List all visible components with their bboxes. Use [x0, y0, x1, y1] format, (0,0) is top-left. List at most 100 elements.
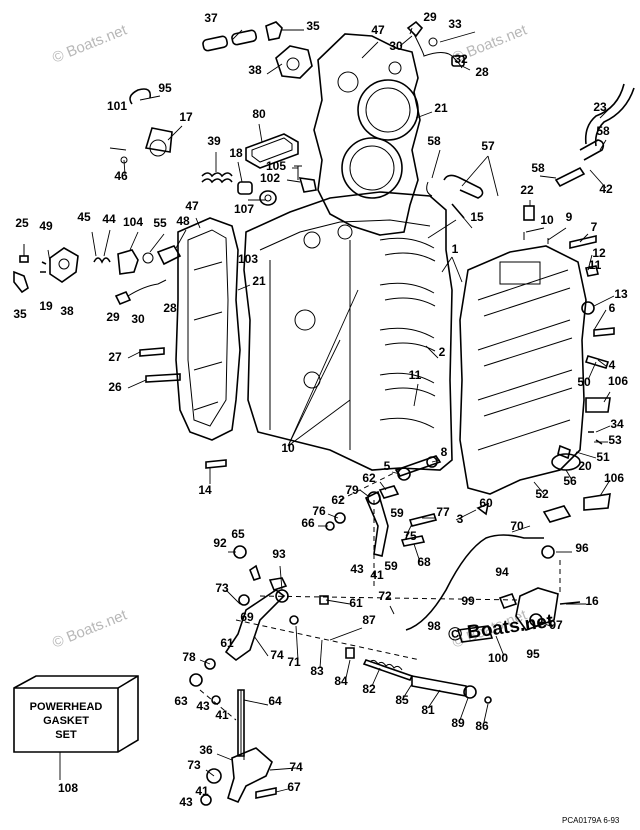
- exhaust-cover-47: [313, 33, 421, 236]
- callout-86: 86: [475, 719, 489, 733]
- callout-10: 10: [540, 213, 554, 227]
- hose-23: [584, 83, 635, 147]
- spring-39: [201, 172, 233, 184]
- callout-10: 10: [281, 441, 295, 455]
- callout-83: 83: [310, 664, 324, 678]
- callout-47: 47: [371, 23, 385, 37]
- callout-61: 61: [220, 636, 234, 650]
- tube-37: [202, 29, 258, 52]
- callout-17: 17: [179, 110, 193, 124]
- callout-63: 63: [174, 694, 188, 708]
- callout-104: 104: [123, 215, 143, 229]
- callout-39: 39: [207, 134, 221, 148]
- callout-11: 11: [589, 258, 602, 272]
- callout-35: 35: [306, 19, 320, 33]
- hoses-57-58: [426, 139, 605, 219]
- callout-44: 44: [102, 212, 116, 226]
- callout-106: 106: [608, 374, 628, 388]
- callout-28: 28: [163, 301, 177, 315]
- callout-3: 3: [457, 512, 464, 526]
- callout-65: 65: [231, 527, 245, 541]
- callout-52: 52: [535, 487, 549, 501]
- callout-47: 47: [185, 199, 199, 213]
- callout-93: 93: [272, 547, 286, 561]
- callout-43: 43: [196, 699, 210, 713]
- callout-108: 108: [58, 781, 78, 795]
- callout-28: 28: [475, 65, 489, 79]
- callout-30: 30: [131, 312, 145, 326]
- callout-2: 2: [439, 345, 446, 359]
- callout-41: 41: [215, 708, 229, 722]
- callout-60: 60: [479, 496, 493, 510]
- callout-43: 43: [179, 795, 193, 809]
- callout-49: 49: [39, 219, 53, 233]
- callout-95: 95: [158, 81, 172, 95]
- kit-label-line-3: SET: [55, 729, 77, 741]
- fitting-105-102: [294, 165, 317, 193]
- callout-14: 14: [198, 483, 212, 497]
- callout-78: 78: [182, 650, 196, 664]
- callout-64: 64: [268, 694, 282, 708]
- thermostat-parts-left: [13, 244, 182, 306]
- callout-34: 34: [610, 417, 624, 431]
- watermark-text: © Boats.net: [50, 21, 130, 67]
- callout-105: 105: [266, 159, 286, 173]
- watermark-layer: © Boats.net© Boats.net© Boats.net© Boats…: [50, 21, 530, 652]
- callout-101: 101: [107, 99, 127, 113]
- powerhead-gasket-set-box: POWERHEAD GASKET SET: [13, 675, 139, 753]
- gasket-80: [245, 133, 299, 169]
- thermostat-cover-38-top: [275, 45, 313, 79]
- callout-75: 75: [403, 529, 417, 543]
- callout-58: 58: [531, 161, 545, 175]
- callout-37: 37: [204, 11, 218, 25]
- callout-87: 87: [362, 613, 376, 627]
- callout-19: 19: [39, 299, 53, 313]
- callout-106: 106: [604, 471, 624, 485]
- callout-56: 56: [563, 474, 577, 488]
- throttle-arm-69: [189, 545, 289, 687]
- callout-96: 96: [575, 541, 589, 555]
- callout-59: 59: [384, 559, 398, 573]
- callout-46: 46: [114, 169, 128, 183]
- callout-68: 68: [417, 555, 431, 569]
- callout-11: 11: [409, 368, 422, 382]
- callout-23: 23: [593, 100, 607, 114]
- sensor-lead-29-33: [406, 20, 465, 69]
- bolts-27-26-14: [139, 347, 227, 469]
- callout-33: 33: [448, 17, 462, 31]
- callout-6: 6: [609, 301, 616, 315]
- callout-73: 73: [215, 581, 229, 595]
- callout-15: 15: [470, 210, 484, 224]
- callout-12: 12: [592, 246, 606, 260]
- callout-16: 16: [585, 594, 599, 608]
- callout-51: 51: [596, 450, 610, 464]
- callout-30: 30: [389, 39, 403, 53]
- callout-92: 92: [213, 536, 227, 550]
- callout-89: 89: [451, 716, 465, 730]
- callout-25: 25: [15, 216, 29, 230]
- callout-81: 81: [421, 703, 435, 717]
- callout-98: 98: [427, 619, 441, 633]
- callout-58: 58: [427, 134, 441, 148]
- callout-97: 97: [549, 618, 563, 632]
- callout-50: 50: [577, 375, 591, 389]
- callout-41: 41: [195, 784, 209, 798]
- callout-61: 61: [349, 596, 363, 610]
- kit-label-line-1: POWERHEAD: [30, 701, 103, 713]
- callout-73: 73: [187, 758, 201, 772]
- callout-9: 9: [566, 210, 573, 224]
- callout-1: 1: [452, 242, 459, 256]
- crankcase-half: [459, 245, 587, 495]
- rods-and-shafts: [289, 595, 492, 704]
- callout-21: 21: [434, 101, 448, 115]
- callout-8: 8: [441, 445, 448, 459]
- callout-95: 95: [526, 647, 540, 661]
- callout-7: 7: [591, 220, 598, 234]
- callout-42: 42: [599, 182, 613, 196]
- callout-76: 76: [312, 504, 326, 518]
- callout-59: 59: [390, 506, 404, 520]
- callout-84: 84: [334, 674, 348, 688]
- callout-4: 4: [609, 358, 616, 372]
- fitting-35-top: [265, 21, 283, 41]
